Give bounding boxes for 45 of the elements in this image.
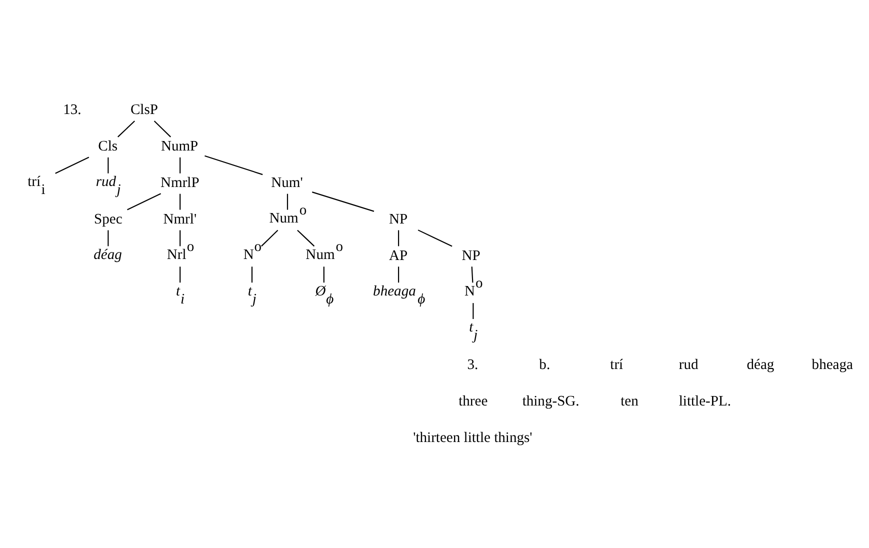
connector [154, 120, 172, 137]
connector [180, 156, 181, 173]
label: thing-SG. [522, 392, 580, 409]
node-text: déag [94, 246, 122, 262]
label: déag [746, 356, 774, 372]
connector [251, 266, 253, 282]
connector [108, 156, 109, 173]
label: 3. [467, 356, 478, 372]
connector [117, 120, 135, 137]
label: 'thirteen little things' [413, 429, 532, 446]
label: rud [678, 356, 698, 372]
node-text: NP [462, 247, 480, 264]
node-text: NmrlP [160, 174, 200, 190]
node-text: NumP [160, 138, 198, 154]
connector [323, 266, 324, 282]
label: 13. [63, 102, 82, 118]
node-text: Cls [98, 138, 118, 154]
connector [261, 229, 278, 246]
connector [180, 193, 181, 210]
label: ten [620, 392, 638, 409]
node-text: Nmrl' [163, 210, 197, 227]
connector [286, 193, 288, 210]
connector [204, 154, 263, 175]
connector [418, 229, 452, 246]
connector [472, 302, 474, 318]
label: b. [539, 356, 550, 372]
connector [297, 229, 315, 246]
connector [312, 191, 374, 212]
connector [127, 192, 162, 210]
node-text: ClsP [130, 102, 158, 118]
label: bheaga [812, 356, 854, 372]
connector [55, 156, 90, 174]
label: trí [610, 356, 624, 372]
connector [108, 230, 109, 246]
connector [398, 266, 400, 282]
connector [398, 230, 400, 246]
node-text: NP [388, 210, 408, 227]
node-text: Num' [271, 174, 303, 190]
node-text: Spec [94, 210, 122, 227]
connector [180, 230, 181, 246]
node-text: AP [388, 247, 408, 264]
label: little-PL. [678, 392, 732, 409]
connector [471, 266, 474, 282]
label: three [458, 392, 488, 409]
connector [180, 266, 181, 282]
